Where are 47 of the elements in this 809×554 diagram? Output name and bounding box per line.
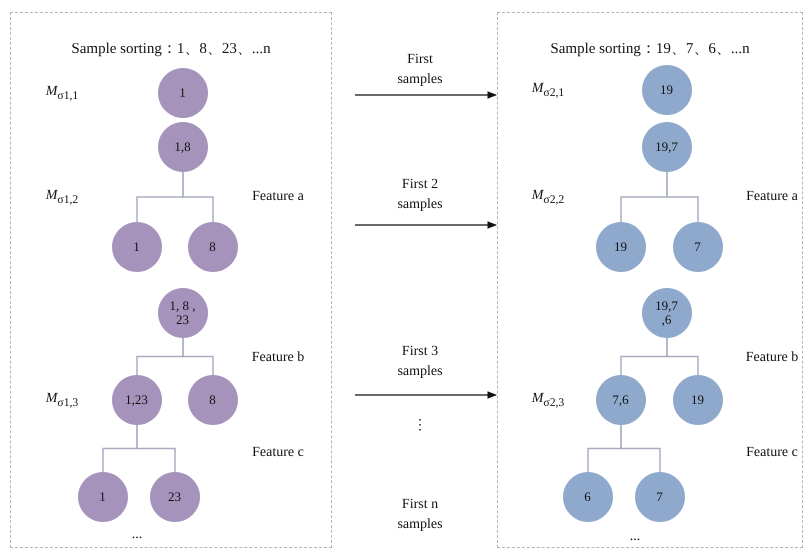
tree-branch-line: [136, 425, 176, 472]
text-label: M$_{σ2,1}$: [532, 81, 564, 99]
tree-node-circle: 8: [188, 222, 238, 272]
tree-branch-line: [666, 338, 699, 375]
tree-node-circle: 19,7 ,6: [642, 288, 692, 338]
text-label: Feature a: [252, 189, 304, 205]
tree-node-circle: 7: [634, 472, 684, 522]
text-label: M$_{σ1,2}$: [46, 188, 78, 206]
tree-branch-line: [620, 425, 661, 472]
text-label: Feature c: [746, 445, 798, 461]
tree-node-circle: 6: [562, 472, 612, 522]
text-label: M$_{σ2,3}$: [532, 391, 564, 409]
tree-node-circle: 8: [188, 374, 238, 424]
text-label: Feature b: [746, 350, 798, 366]
tree-node-circle: 19: [642, 64, 692, 114]
tree-branch-line: [182, 338, 214, 375]
tree-node-circle: 7: [672, 222, 722, 272]
tree-node-circle: 1: [112, 222, 162, 272]
text-label: ⋮: [413, 417, 427, 434]
panel-heading: Sample sorting：19、7、6、...n: [549, 40, 751, 58]
arrow: [355, 91, 497, 99]
tree-node-circle: 7,6: [596, 374, 646, 424]
dashed-panel: [10, 12, 332, 548]
text-label: Feature a: [746, 189, 798, 205]
text-label: M$_{σ1,1}$: [46, 84, 78, 102]
tree-node-circle: 1,8: [158, 122, 208, 172]
text-label: Feature b: [252, 350, 304, 366]
tree-node-circle: 19: [672, 374, 722, 424]
tree-node-circle: 19,7: [642, 122, 692, 172]
tree-node-circle: 1, 8 , 23: [158, 288, 208, 338]
text-label: First n samples: [396, 496, 444, 534]
tree-node-circle: 1: [78, 472, 128, 522]
tree-node-circle: 1,23: [112, 374, 162, 424]
text-label: M$_{σ2,2}$: [532, 188, 564, 206]
arrow: [355, 221, 497, 229]
dashed-panel: [497, 12, 803, 548]
text-label: M$_{σ1,3}$: [46, 391, 78, 409]
panel-heading: Sample sorting：1、8、23、...n: [70, 40, 272, 58]
tree-branch-line: [666, 172, 699, 222]
tree-node-circle: 23: [150, 472, 200, 522]
tree-node-circle: 1: [158, 68, 208, 118]
text-label: ...: [132, 527, 142, 543]
text-label: Feature c: [252, 445, 304, 461]
tree-branch-line: [182, 172, 214, 222]
arrow: [355, 391, 497, 399]
tree-node-circle: 19: [596, 222, 646, 272]
text-label: ...: [630, 529, 640, 545]
